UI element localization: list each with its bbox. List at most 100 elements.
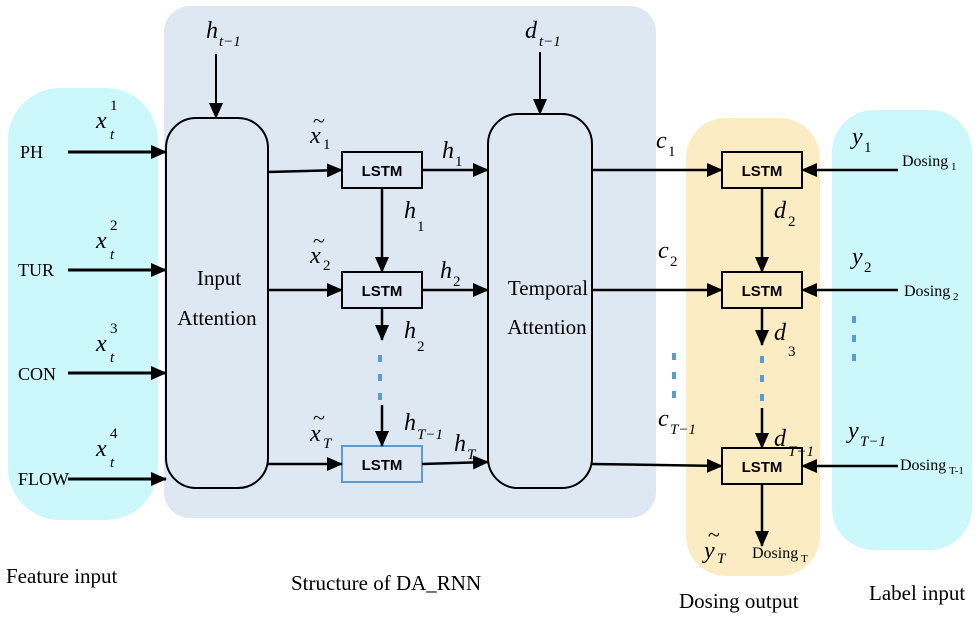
feature-var-3: x t 3 <box>95 321 118 366</box>
encoder-ellipsis-dots <box>378 355 382 400</box>
svg-text:1: 1 <box>323 137 331 153</box>
svg-text:2: 2 <box>453 274 461 290</box>
svg-text:d: d <box>774 426 787 452</box>
dosing-output-panel <box>686 118 820 576</box>
svg-text:x: x <box>309 421 321 447</box>
svg-text:~: ~ <box>313 405 325 430</box>
svg-text:y: y <box>846 418 859 444</box>
enc-out-arrow-3 <box>421 455 489 470</box>
svg-text:1: 1 <box>951 161 957 173</box>
enc-between-label-2: h 2 <box>404 318 425 355</box>
svg-text:t: t <box>110 455 115 471</box>
label-input-panel <box>832 110 972 550</box>
label-var-1: y 1 <box>850 124 872 156</box>
svg-text:t: t <box>110 127 115 143</box>
decoder-ellipsis-dots <box>760 356 764 401</box>
svg-text:3: 3 <box>110 321 118 337</box>
context-label-3: c T−1 <box>658 406 696 438</box>
svg-text:x: x <box>95 331 107 357</box>
decoder-lstm-1-label: LSTM <box>742 163 783 180</box>
svg-text:y: y <box>850 244 863 270</box>
feature-var-1: x t 1 <box>95 98 118 143</box>
svg-text:t−1: t−1 <box>539 34 561 50</box>
enc-input-label-3: ~ x T <box>309 405 333 452</box>
feature-var-2: x t 2 <box>95 218 118 263</box>
svg-text:~: ~ <box>313 108 325 133</box>
svg-text:2: 2 <box>670 254 678 270</box>
svg-text:2: 2 <box>323 258 331 274</box>
svg-text:c: c <box>658 406 669 432</box>
temporal-attention-label-line1: Temporal <box>508 276 588 300</box>
feature-name-con: CON <box>18 364 56 384</box>
feature-name-flow: FLOW <box>18 469 69 489</box>
svg-text:h: h <box>454 431 466 457</box>
decoder-lstm-t-label: LSTM <box>742 459 783 476</box>
svg-text:~: ~ <box>313 228 325 253</box>
label-dosing-3: Dosing T-1 <box>900 457 964 477</box>
caption-label-input: Label input <box>869 581 965 605</box>
dec-state-label-1: d 2 <box>774 198 796 230</box>
svg-text:h: h <box>404 318 416 344</box>
svg-text:x: x <box>95 108 107 134</box>
svg-text:y: y <box>702 538 715 564</box>
enc-in-arrow-1 <box>267 163 343 178</box>
svg-text:2: 2 <box>864 260 872 276</box>
svg-text:T: T <box>801 553 808 565</box>
svg-text:d: d <box>525 18 538 44</box>
svg-text:1: 1 <box>864 140 872 156</box>
feature-name-ph: PH <box>20 142 43 162</box>
svg-text:h: h <box>206 18 218 44</box>
label-ellipsis-dots <box>852 316 856 361</box>
svg-text:t: t <box>110 247 115 263</box>
svg-text:x: x <box>309 243 321 269</box>
svg-text:1: 1 <box>668 144 676 160</box>
svg-text:d: d <box>774 320 787 346</box>
encoder-lstm-2-label: LSTM <box>362 283 403 300</box>
svg-text:Dosing: Dosing <box>902 153 948 170</box>
encoder-lstm-t-label: LSTM <box>362 457 403 474</box>
svg-text:y: y <box>850 124 863 150</box>
feature-name-tur: TUR <box>18 260 54 280</box>
svg-text:1: 1 <box>110 98 118 114</box>
svg-text:T−1: T−1 <box>788 444 814 460</box>
label-var-3: y T−1 <box>846 418 886 450</box>
feature-input-panel <box>8 88 158 520</box>
context-label-1: c 1 <box>656 128 676 160</box>
encoder-lstm-1-label: LSTM <box>362 163 403 180</box>
svg-text:T−1: T−1 <box>670 422 696 438</box>
enc-output-label-2: h 2 <box>440 258 461 290</box>
svg-text:4: 4 <box>110 426 118 442</box>
dosing-t-output-label: Dosing T <box>752 545 808 565</box>
svg-text:2: 2 <box>110 218 118 234</box>
enc-output-label-1: h 1 <box>442 138 463 170</box>
svg-text:h: h <box>404 410 416 436</box>
svg-text:T−1: T−1 <box>860 434 886 450</box>
svg-text:c: c <box>658 238 669 264</box>
enc-between-label-1: h 1 <box>404 198 425 235</box>
caption-structure: Structure of DA_RNN <box>291 571 481 595</box>
context-label-2: c 2 <box>658 238 678 270</box>
decoder-lstm-2-label: LSTM <box>742 283 783 300</box>
svg-text:T: T <box>323 436 333 452</box>
caption-dosing-output: Dosing output <box>679 589 799 613</box>
svg-text:2: 2 <box>953 291 959 303</box>
svg-text:x: x <box>309 123 321 149</box>
caption-feature-input: Feature input <box>6 564 118 588</box>
input-attention-label-line2: Attention <box>177 306 257 330</box>
svg-text:T: T <box>717 551 727 567</box>
svg-text:c: c <box>656 128 667 154</box>
svg-text:3: 3 <box>788 344 796 360</box>
enc-output-label-3: h T <box>454 431 477 463</box>
enc-between-label-3: h T−1 <box>404 410 443 443</box>
svg-text:~: ~ <box>708 522 720 547</box>
svg-text:x: x <box>95 228 107 254</box>
svg-text:1: 1 <box>417 219 425 235</box>
feature-var-4: x t 4 <box>95 426 118 471</box>
svg-text:t−1: t−1 <box>219 34 241 50</box>
dec-state-label-3: d T−1 <box>774 426 814 460</box>
svg-text:Dosing: Dosing <box>900 457 946 474</box>
context-ellipsis-dots <box>672 353 676 398</box>
svg-text:2: 2 <box>788 214 796 230</box>
svg-text:Dosing: Dosing <box>752 545 798 562</box>
